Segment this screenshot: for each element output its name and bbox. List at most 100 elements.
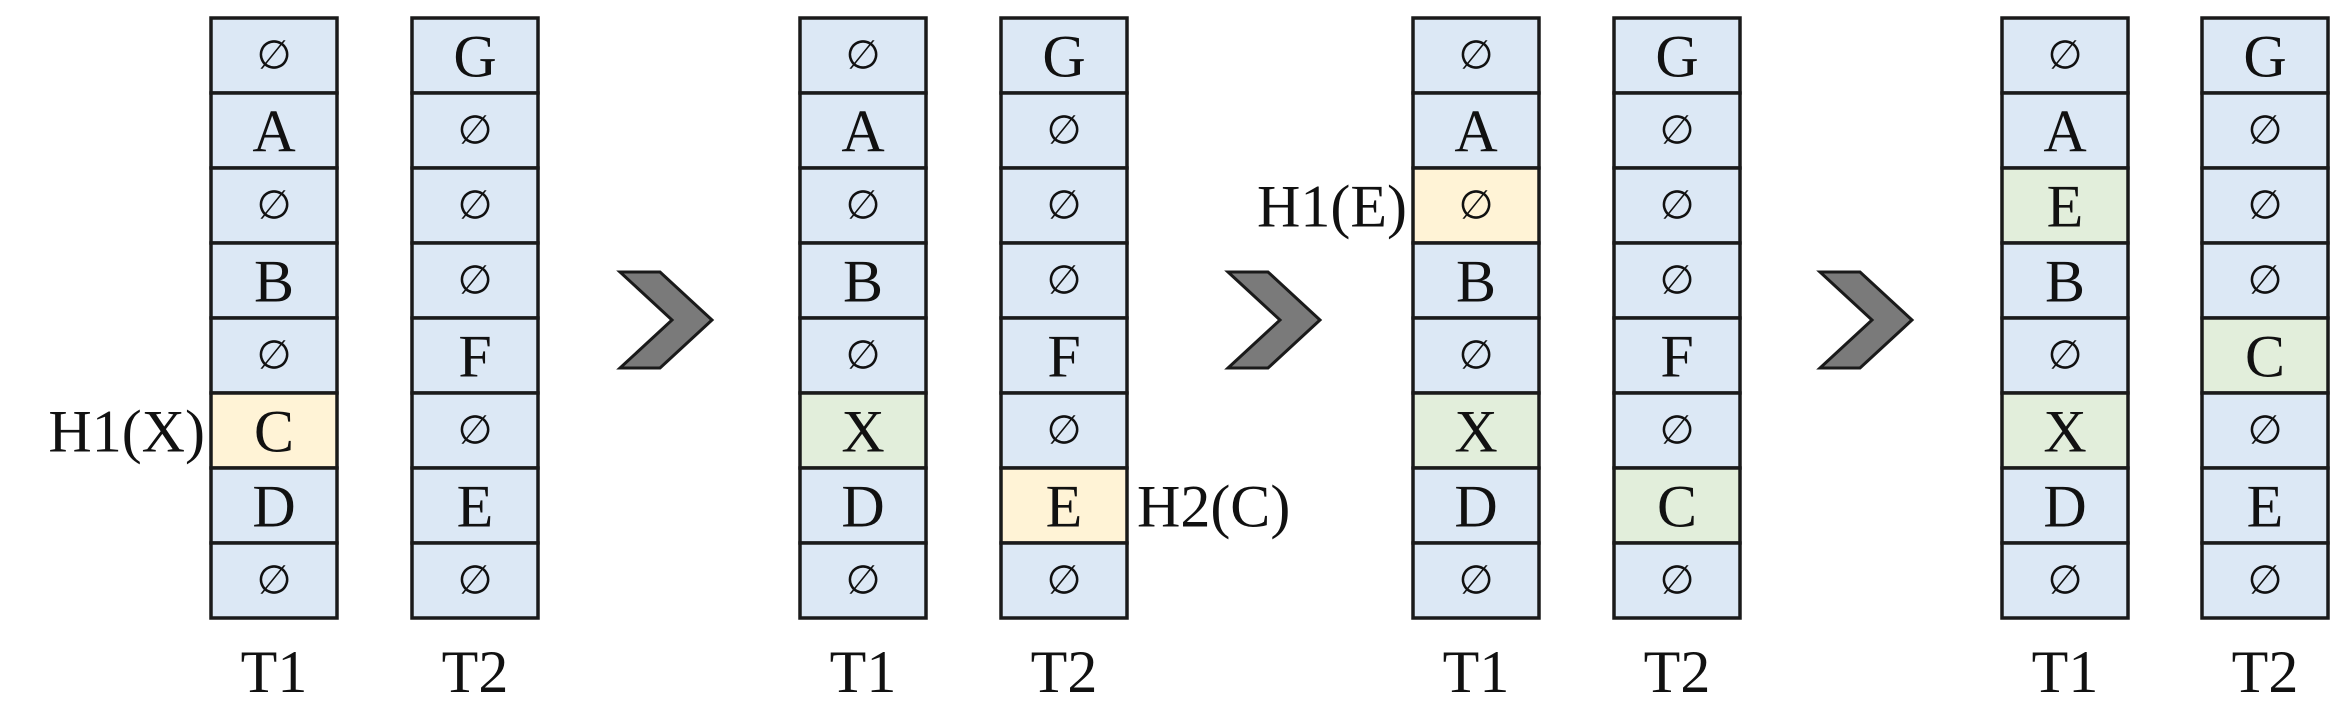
hash-table-t1: ∅AEB∅XD∅T1 — [2000, 16, 2130, 705]
empty-slot-symbol: ∅ — [2048, 33, 2083, 78]
cell-key: X — [841, 399, 884, 465]
hash-table-t2: G ∅ ∅ ∅ F ∅ E ∅ T2 — [999, 16, 1129, 705]
table-cell — [999, 91, 1129, 170]
cell-key: D — [1454, 474, 1497, 540]
cell-key: D — [841, 474, 884, 540]
table-label: T2 — [1031, 639, 1098, 705]
cell-key: G — [2243, 24, 2286, 90]
table-cell — [2000, 241, 2130, 320]
table-cell — [410, 391, 540, 470]
empty-slot-symbol: ∅ — [1660, 108, 1695, 153]
empty-slot-symbol: ∅ — [1047, 108, 1082, 153]
cell-key: C — [1657, 474, 1697, 540]
cell-key: E — [457, 474, 494, 540]
hash-table-t2: G∅∅∅F∅E∅T2 — [410, 16, 540, 705]
empty-slot-symbol: ∅ — [1660, 408, 1695, 453]
table-cell — [2000, 316, 2130, 395]
cell-key: B — [1456, 249, 1496, 315]
table-cell — [2000, 16, 2130, 95]
hash-table-t1: ∅A∅B∅XD∅T1 — [798, 16, 928, 705]
cell-key: A — [252, 99, 295, 165]
table-cell — [798, 316, 928, 395]
empty-slot-symbol: ∅ — [458, 558, 493, 603]
table-cell — [1411, 541, 1541, 620]
table-cell — [1612, 316, 1742, 395]
empty-slot-symbol: ∅ — [2248, 108, 2283, 153]
table-cell — [2000, 541, 2130, 620]
table-cell — [1612, 91, 1742, 170]
cell-key: G — [1655, 24, 1698, 90]
table-cell — [1411, 241, 1541, 320]
stage-4: ∅AEB∅XD∅T1G∅∅∅C∅E∅T2 — [2000, 16, 2330, 705]
step-arrow-icon — [1224, 270, 1323, 370]
empty-slot-symbol: ∅ — [1047, 258, 1082, 303]
table-cell — [2200, 166, 2330, 245]
step-arrow-icon — [1816, 270, 1915, 370]
hash-annotation: H2(C) — [1137, 474, 1290, 540]
empty-slot-symbol: ∅ — [1459, 558, 1494, 603]
cell-key: B — [254, 249, 294, 315]
empty-slot-symbol: ∅ — [1459, 33, 1494, 78]
empty-slot-symbol: ∅ — [2048, 558, 2083, 603]
cell-key: X — [2043, 399, 2086, 465]
hash-table-t1: ∅A∅B∅XD∅T1 — [1411, 16, 1541, 705]
table-cell — [410, 91, 540, 170]
hash-annotation: H1(E) — [1257, 174, 1407, 240]
table-cell — [798, 241, 928, 320]
empty-slot-symbol: ∅ — [257, 558, 292, 603]
cell-key: E — [2247, 474, 2284, 540]
cell-key: A — [1454, 99, 1497, 165]
empty-slot-symbol: ∅ — [1660, 183, 1695, 228]
empty-slot-symbol: ∅ — [846, 33, 881, 78]
step-arrow-icon — [616, 270, 715, 370]
cell-key: F — [1047, 324, 1080, 390]
table-cell — [209, 16, 339, 95]
cell-key: X — [1454, 399, 1497, 465]
table-label: T1 — [830, 639, 897, 705]
hash-table-t2: G∅∅∅C∅E∅T2 — [2200, 16, 2330, 705]
cell-key: A — [2043, 99, 2086, 165]
table-cell — [999, 466, 1129, 545]
empty-slot-symbol: ∅ — [458, 408, 493, 453]
table-cell — [209, 541, 339, 620]
empty-slot-symbol: ∅ — [2248, 183, 2283, 228]
cell-key: D — [252, 474, 295, 540]
table-cell — [2200, 316, 2330, 395]
table-cell — [798, 16, 928, 95]
empty-slot-symbol: ∅ — [1660, 558, 1695, 603]
table-label: T2 — [442, 639, 509, 705]
empty-slot-symbol: ∅ — [1047, 183, 1082, 228]
table-cell — [1612, 391, 1742, 470]
cell-key: G — [1042, 24, 1085, 90]
table-label: T1 — [241, 639, 308, 705]
empty-slot-symbol: ∅ — [2248, 558, 2283, 603]
empty-slot-symbol: ∅ — [257, 333, 292, 378]
table-cell — [1612, 541, 1742, 620]
cell-key: E — [2047, 174, 2084, 240]
table-cell — [798, 91, 928, 170]
empty-slot-symbol: ∅ — [846, 558, 881, 603]
empty-slot-symbol: ∅ — [1047, 408, 1082, 453]
table-cell — [2000, 91, 2130, 170]
table-label: T1 — [2032, 639, 2099, 705]
table-cell — [999, 316, 1129, 395]
cell-key: F — [1660, 324, 1693, 390]
table-label: T1 — [1443, 639, 1510, 705]
table-cell — [1411, 466, 1541, 545]
table-label: T2 — [2232, 639, 2299, 705]
empty-slot-symbol: ∅ — [2248, 408, 2283, 453]
cell-key: F — [458, 324, 491, 390]
table-cell — [1612, 166, 1742, 245]
empty-slot-symbol: ∅ — [1459, 183, 1494, 228]
cell-key: B — [843, 249, 883, 315]
empty-slot-symbol: ∅ — [1047, 558, 1082, 603]
cell-key: G — [453, 24, 496, 90]
table-cell — [798, 541, 928, 620]
cell-key: E — [1046, 474, 1083, 540]
table-cell — [410, 166, 540, 245]
table-cell — [999, 541, 1129, 620]
table-cell — [2000, 466, 2130, 545]
